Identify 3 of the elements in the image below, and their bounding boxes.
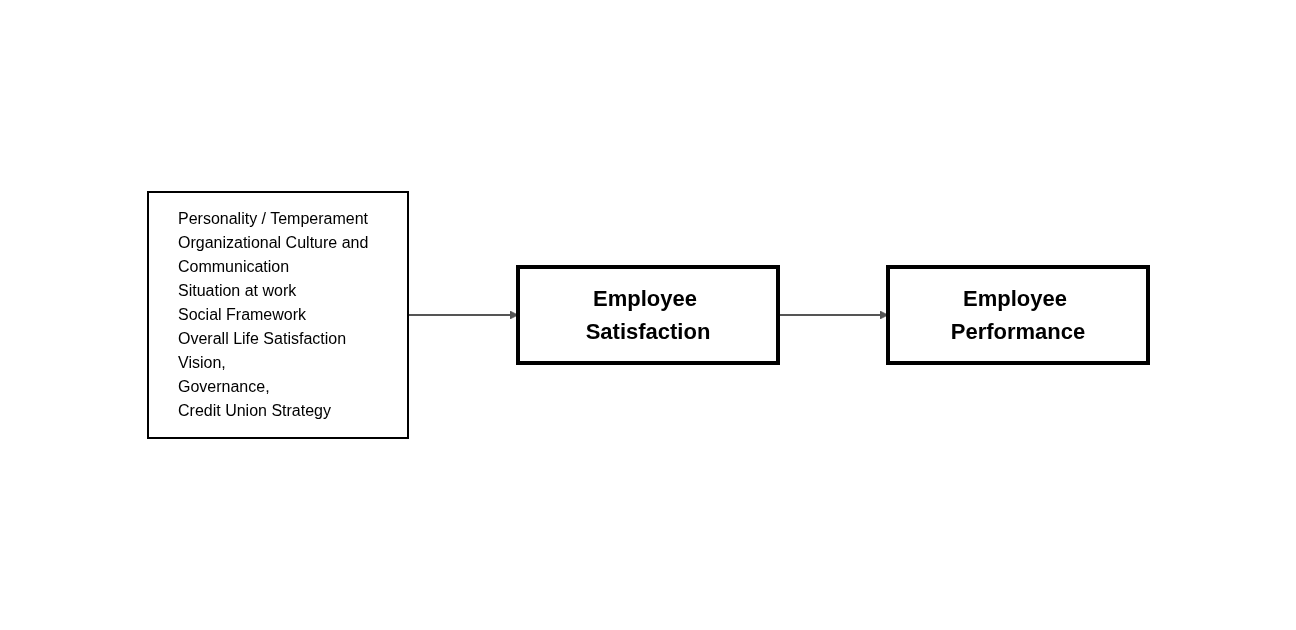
node-box: Personality / Temperament Organizational Culture and Communication Situation at work Social Framework Overall Life Satisfaction Vision, Governance, Credit Union Strategy bbox=[147, 191, 409, 439]
node-box: Employee Performance bbox=[886, 265, 1150, 365]
node-box: Employee Satisfaction bbox=[516, 265, 780, 365]
